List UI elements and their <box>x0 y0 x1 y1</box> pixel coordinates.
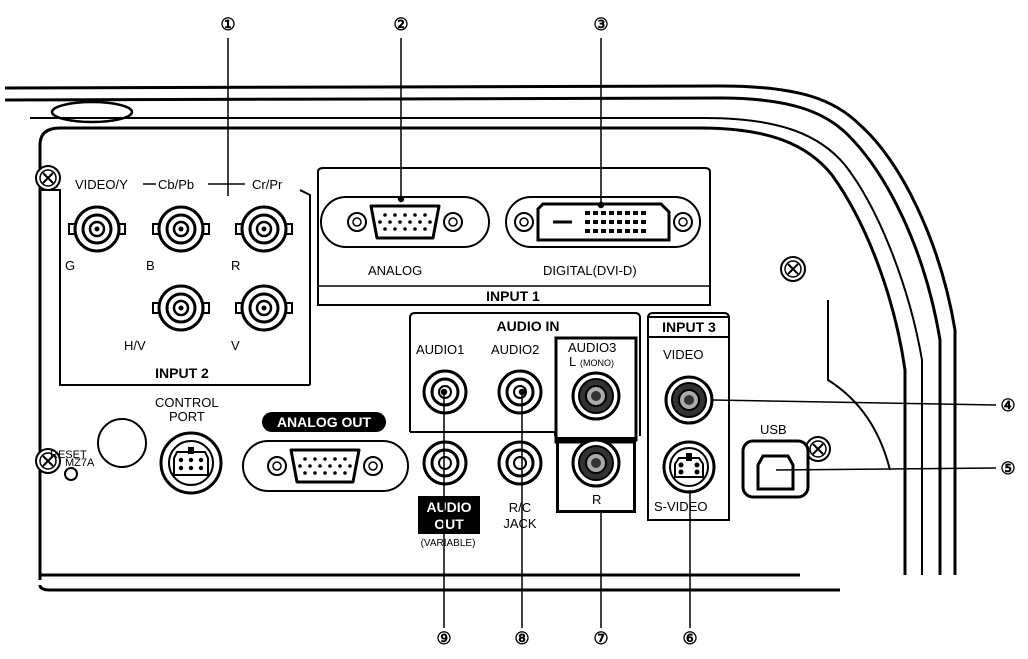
bnc-v-connector[interactable] <box>234 284 294 332</box>
input2-r-label: R <box>231 258 240 273</box>
input1-digital-label: DIGITAL(DVI-D) <box>543 263 637 278</box>
usb-label: USB <box>760 422 787 437</box>
bnc-r-connector[interactable] <box>234 205 294 253</box>
audio1-label: AUDIO1 <box>416 342 464 357</box>
callout-9: ⑨ <box>436 629 451 648</box>
model-label: MZ7A <box>65 457 95 469</box>
reset-label: RESET <box>50 449 87 461</box>
bnc-g-connector[interactable] <box>67 205 127 253</box>
callout-8: ⑧ <box>514 629 529 648</box>
callout-4: ④ <box>1000 396 1015 415</box>
audio2-label: AUDIO2 <box>491 342 539 357</box>
input2-video-y-label: VIDEO/Y <box>75 177 128 192</box>
input3-video-label: VIDEO <box>663 347 703 362</box>
usb-b-port[interactable] <box>756 454 795 491</box>
dvi-d-connector[interactable] <box>514 202 693 242</box>
callout-3: ③ <box>593 15 608 34</box>
control-port-connector[interactable] <box>159 431 223 495</box>
audio-in-group: AUDIO IN AUDIO1 AUDIO2 AUDIO3 L (MONO) R <box>409 312 641 513</box>
input1-analog-label: ANALOG <box>368 263 422 278</box>
callout-6: ⑥ <box>682 629 697 648</box>
s-video-connector[interactable] <box>662 440 716 494</box>
input2-b-label: B <box>146 258 155 273</box>
input2-title: INPUT 2 <box>155 365 209 381</box>
callout-2: ② <box>393 15 408 34</box>
callout-7: ⑦ <box>593 629 608 648</box>
audio3-mono-label: (MONO) <box>580 358 614 368</box>
audio-out-label-2: OUT <box>434 516 464 532</box>
callout-numbers: ① ② ③ ④ ⑤ ⑥ ⑦ ⑧ ⑨ <box>220 15 1015 648</box>
control-port-label-2: PORT <box>169 409 205 424</box>
audio3-r-label: R <box>592 492 601 507</box>
callout-leaders <box>227 38 997 628</box>
callout-1: ① <box>220 15 235 34</box>
audio-out-group: AUDIO OUT (VARIABLE) R/C JACK <box>418 440 543 549</box>
ir-sensor-icon <box>97 418 147 468</box>
audio-in-title: AUDIO IN <box>497 318 560 334</box>
audio3-l-jack[interactable] <box>571 371 621 421</box>
input3-title: INPUT 3 <box>662 319 716 335</box>
rc-jack[interactable] <box>497 440 543 486</box>
reset-button[interactable] <box>64 467 78 481</box>
control-group: CONTROL PORT RESET <box>50 395 223 495</box>
input2-g-label: G <box>65 258 75 273</box>
control-port-label-1: CONTROL <box>155 395 219 410</box>
input-3-group: INPUT 3 VIDEO S-VIDEO <box>647 312 730 521</box>
callout-5: ⑤ <box>1000 459 1015 478</box>
input2-v-label: V <box>231 338 240 353</box>
input-2-group: VIDEO/Y Cb/Pb Cr/Pr G B R H/V V INPUT 2 <box>40 177 311 386</box>
input1-title: INPUT 1 <box>486 288 540 304</box>
projector-housing <box>4 84 957 592</box>
input2-cr-pr-label: Cr/Pr <box>252 177 283 192</box>
bnc-b-connector[interactable] <box>151 205 211 253</box>
rc-jack-label-1: R/C <box>509 500 531 515</box>
audio-out-label-3: (VARIABLE) <box>421 538 476 549</box>
analog-out-title: ANALOG OUT <box>277 414 372 430</box>
screw-icon <box>35 165 61 191</box>
usb-group: USB <box>741 422 810 499</box>
video-jack[interactable] <box>664 375 714 425</box>
audio3-label: AUDIO3 <box>568 340 616 355</box>
input3-svideo-label: S-VIDEO <box>654 499 707 514</box>
audio3-r-jack[interactable] <box>571 438 621 488</box>
analog-out-group: ANALOG OUT <box>242 412 409 492</box>
audio-out-label-1: AUDIO <box>426 499 471 515</box>
screw-icon <box>805 436 831 462</box>
input2-cb-pb-label: Cb/Pb <box>158 177 194 192</box>
audio-out-jack[interactable] <box>422 440 468 486</box>
rc-jack-label-2: JACK <box>503 516 537 531</box>
bnc-hv-connector[interactable] <box>151 284 211 332</box>
audio3-l-label: L <box>569 354 576 369</box>
input2-hv-label: H/V <box>124 338 146 353</box>
input-1-group: ANALOG DIGITAL(DVI-D) INPUT 1 <box>317 167 711 306</box>
screw-icon <box>780 256 806 282</box>
